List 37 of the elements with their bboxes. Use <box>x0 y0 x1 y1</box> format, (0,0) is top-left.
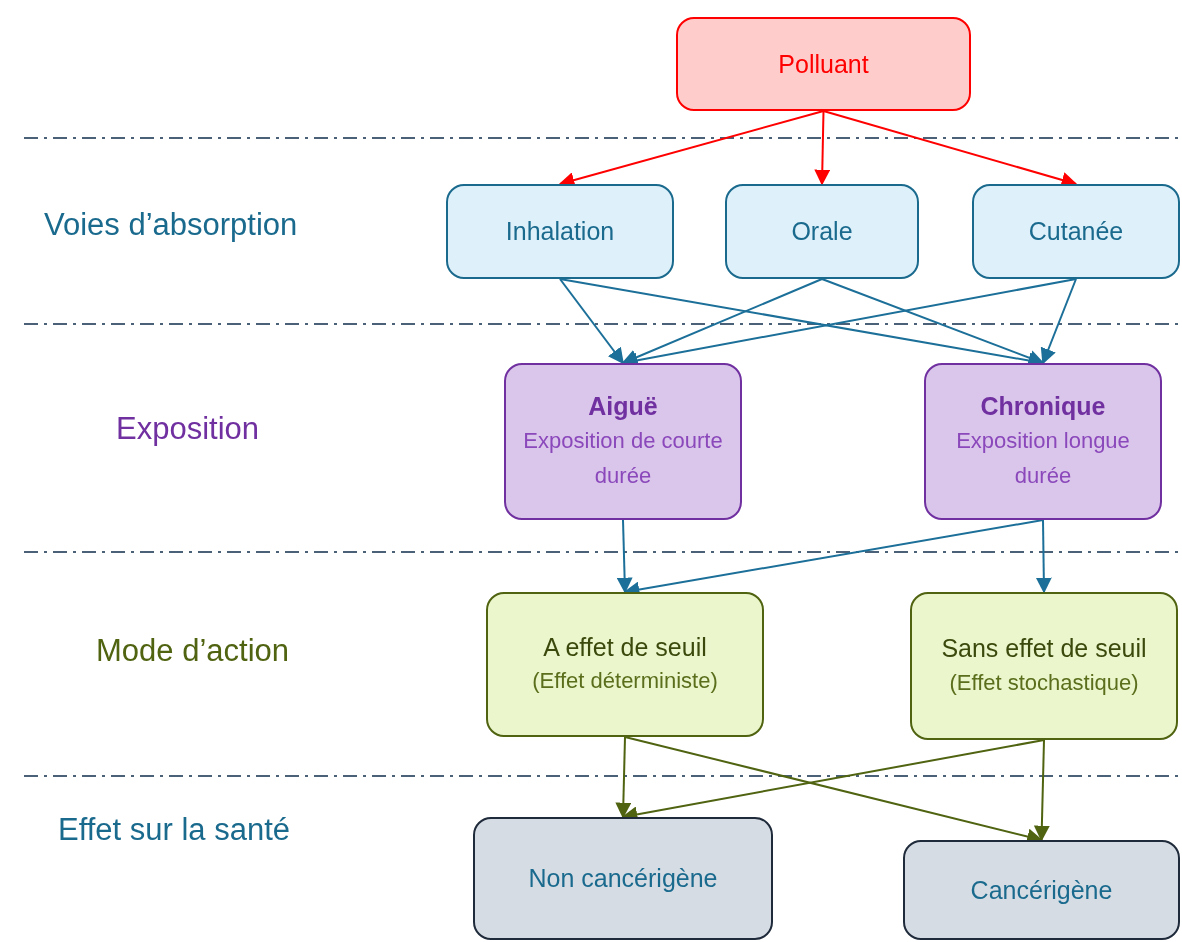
box-title: Cancérigène <box>970 874 1113 906</box>
process-box <box>910 592 1178 740</box>
process-box <box>924 363 1162 520</box>
arrow <box>616 519 633 594</box>
box-description: Exposition de courte durée <box>522 426 724 490</box>
arrow <box>821 278 1045 366</box>
arrow <box>559 278 624 365</box>
box-title: Polluant <box>778 48 869 80</box>
process-box <box>972 184 1180 279</box>
process-box <box>446 184 674 279</box>
process-box <box>486 592 764 737</box>
process-box <box>676 17 971 111</box>
box-title: A effet de seuil <box>543 631 707 663</box>
box-title: Sans effet de seuil <box>941 633 1147 665</box>
box-description: (Effet stochastique) <box>949 668 1139 697</box>
row-label: Effet sur la santé <box>58 812 291 848</box>
box-description: (Effet déterministe) <box>532 667 718 696</box>
arrow <box>1035 519 1052 594</box>
process-box <box>473 817 773 940</box>
arrow <box>615 736 632 819</box>
arrow <box>621 278 823 365</box>
box-title: Chronique <box>980 391 1106 423</box>
process-box <box>504 363 742 520</box>
process-box <box>725 184 919 279</box>
row-label: Exposition <box>116 411 260 447</box>
process-box <box>903 840 1180 940</box>
arrow <box>1040 278 1077 365</box>
box-title: Cutanée <box>1028 216 1124 248</box>
box-title: Inhalation <box>505 216 615 248</box>
row-label: Voies d’absorption <box>44 207 298 243</box>
arrow <box>1033 739 1050 842</box>
box-title: Orale <box>791 216 853 248</box>
arrow <box>814 110 831 186</box>
box-title: Aiguë <box>588 391 658 423</box>
row-label: Mode d’action <box>96 633 289 669</box>
box-description: Exposition longue durée <box>955 426 1131 490</box>
box-title: Non cancérigène <box>528 863 718 895</box>
